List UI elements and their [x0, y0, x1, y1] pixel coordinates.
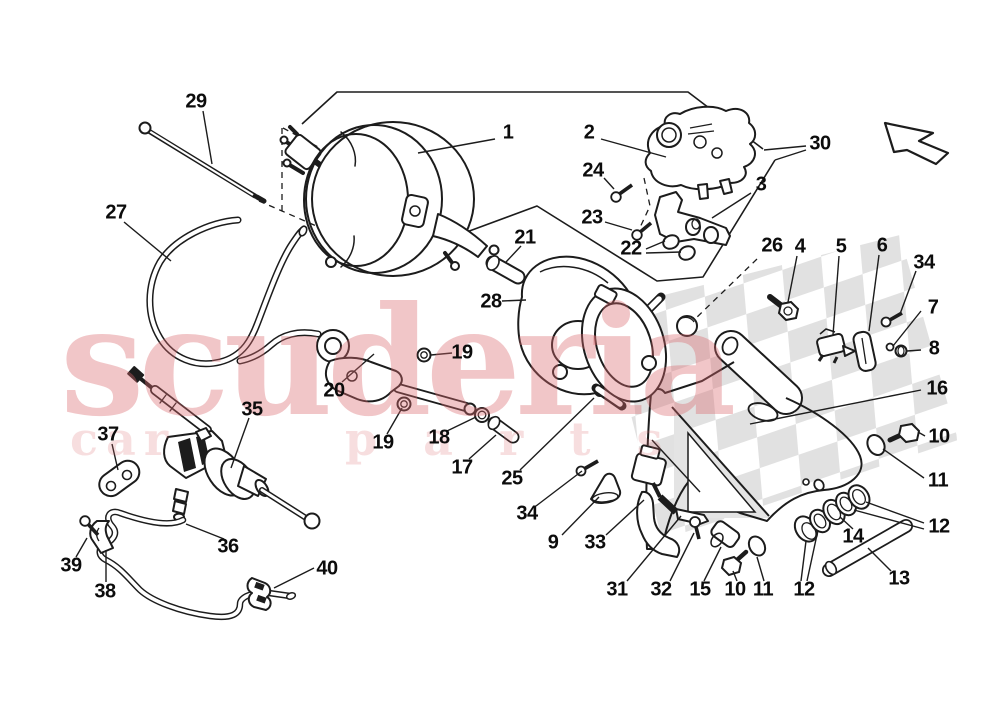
cap-8-drawing [894, 344, 908, 358]
seal-11-bottom-drawing [747, 535, 767, 557]
callout-34-left: 34 [516, 502, 538, 525]
washer-18-drawing [474, 407, 490, 423]
cap-nuts-22-drawing [662, 234, 696, 261]
screw-24-drawing [610, 183, 634, 203]
gasket-37-drawing [98, 459, 141, 498]
callout-1: 1 [502, 121, 514, 144]
callout-8: 8 [928, 337, 940, 360]
callout-14: 14 [842, 525, 864, 548]
bolt-4-drawing [767, 294, 800, 322]
watermark-brand: scuderia [60, 274, 733, 450]
plug-26-drawing [676, 315, 698, 337]
leader-lines [75, 110, 926, 589]
callout-30: 30 [809, 132, 831, 155]
callout-10-right: 10 [928, 425, 950, 448]
seal-11-right-drawing [866, 433, 886, 457]
callout-27: 27 [105, 201, 127, 224]
callout-36: 36 [217, 535, 239, 558]
callout-22: 22 [620, 237, 642, 260]
callout-34-right: 34 [913, 251, 935, 274]
long-bolt-29-drawing [138, 121, 267, 204]
callout-39: 39 [60, 554, 82, 577]
callout-17: 17 [451, 456, 473, 479]
vacuum-hose-drawing [146, 216, 322, 368]
watermark-tagline-right: parts [345, 412, 708, 466]
callout-15: 15 [689, 578, 711, 601]
callout-12-bottom: 12 [793, 578, 815, 601]
callout-26: 26 [761, 234, 783, 257]
callout-21: 21 [514, 226, 536, 249]
callout-33: 33 [584, 531, 606, 554]
screw-23-drawing [631, 221, 653, 241]
bolt-10-right-drawing [887, 422, 921, 444]
pin-21-drawing [485, 255, 526, 285]
reservoir-drawing [644, 105, 757, 200]
nw-arrow-icon [883, 121, 950, 166]
callout-23: 23 [581, 206, 603, 229]
callout-6: 6 [876, 234, 888, 257]
callout-31: 31 [606, 578, 628, 601]
dot-7-drawing [885, 342, 895, 352]
bushings-drawing [793, 484, 871, 543]
screw-32-drawing [689, 516, 701, 540]
nut-19-upper-drawing [416, 347, 432, 363]
screw-34-right-drawing [880, 311, 903, 328]
callout-5: 5 [835, 235, 847, 258]
callout-37: 37 [97, 423, 119, 446]
callout-9: 9 [547, 531, 559, 554]
callout-13: 13 [888, 567, 910, 590]
switch-33-drawing [630, 444, 679, 515]
pedal-box-plate-drawing [645, 330, 863, 550]
clamp-ring-25-drawing [580, 284, 668, 411]
callout-32: 32 [650, 578, 672, 601]
callout-20: 20 [323, 379, 345, 402]
callout-10-bottom: 10 [724, 578, 746, 601]
callout-16: 16 [926, 377, 948, 400]
callout-3: 3 [755, 173, 767, 196]
brake-servo-drawing [279, 121, 500, 277]
pad-6-drawing [852, 330, 877, 372]
callout-2: 2 [583, 121, 595, 144]
bolt-10-bottom-drawing [720, 549, 749, 577]
callout-38: 38 [94, 580, 116, 603]
callout-12-right: 12 [928, 515, 950, 538]
watermark: scuderia car parts [60, 274, 739, 466]
callout-25: 25 [501, 467, 523, 490]
clip-40-drawing [246, 577, 272, 611]
callout-28: 28 [480, 290, 502, 313]
boot-9-drawing [590, 472, 622, 504]
callout-24: 24 [582, 159, 604, 182]
pin-13-drawing [822, 519, 913, 577]
callout-11-right: 11 [927, 469, 949, 492]
pedal-31-drawing [636, 490, 709, 558]
watermark-tagline-left: car [70, 412, 176, 466]
callout-19-lower: 19 [372, 431, 394, 454]
callout-7: 7 [927, 296, 939, 319]
callout-35: 35 [241, 398, 263, 421]
nut-19-lower-drawing [396, 396, 412, 412]
sensor-5-drawing [816, 328, 856, 364]
callout-18: 18 [428, 426, 450, 449]
callout-40: 40 [316, 557, 338, 580]
pushrod-fork-drawing [316, 329, 477, 416]
pin-17-drawing [487, 415, 520, 444]
mounting-bracket-drawing [654, 191, 731, 246]
screw-39-drawing [79, 515, 100, 537]
callout-11-bottom: 11 [752, 578, 774, 601]
sleeve-15-drawing [710, 520, 741, 548]
callout-19-upper: 19 [451, 341, 473, 364]
callout-4: 4 [794, 235, 806, 258]
callout-29: 29 [185, 90, 207, 113]
